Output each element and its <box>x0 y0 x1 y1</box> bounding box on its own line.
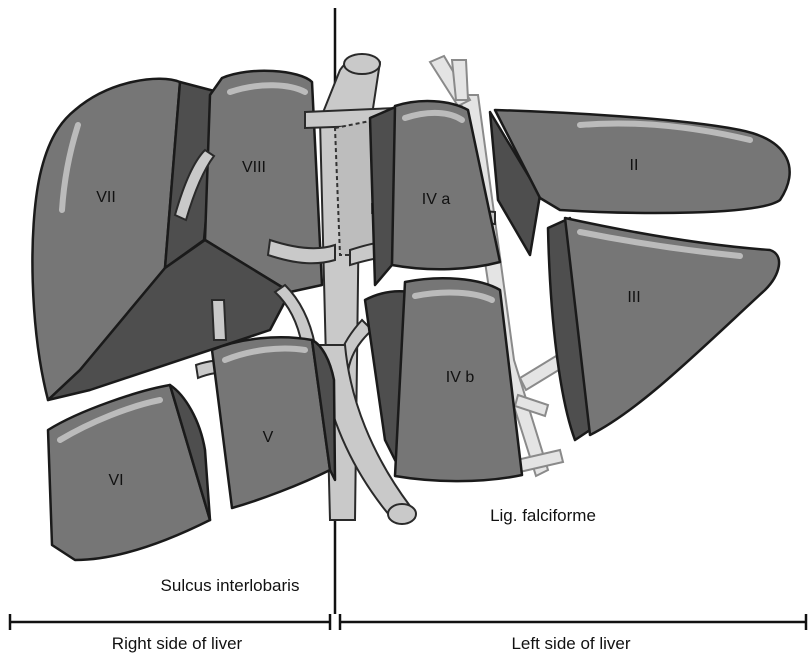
falciforme-label: Lig. falciforme <box>490 506 596 525</box>
segment-v <box>212 337 335 508</box>
label-ivb: IV b <box>446 369 475 386</box>
label-viii: VIII <box>242 159 266 176</box>
label-iva: IV a <box>422 191 451 208</box>
label-ii: II <box>630 157 639 174</box>
segment-iii <box>548 218 779 440</box>
right-side-label: Right side of liver <box>112 634 243 653</box>
segment-ivb <box>365 278 522 481</box>
left-side-bracket <box>340 614 806 630</box>
label-v: V <box>263 429 274 446</box>
sulcus-label: Sulcus interlobaris <box>161 576 300 595</box>
label-i: I <box>370 201 374 218</box>
label-vi: VI <box>108 472 123 489</box>
label-vii: VII <box>96 189 116 206</box>
segment-vi <box>48 385 210 560</box>
label-iii: III <box>627 289 640 306</box>
right-side-bracket <box>10 614 330 630</box>
left-side-label: Left side of liver <box>511 634 630 653</box>
